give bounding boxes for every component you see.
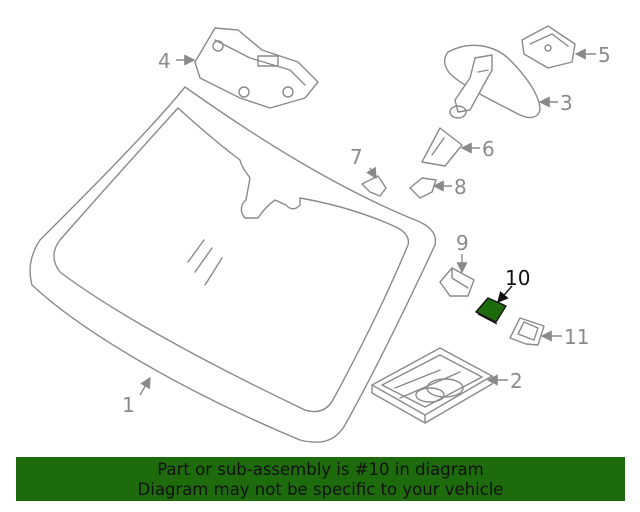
- callout-6[interactable]: 6: [482, 137, 495, 161]
- callout-4[interactable]: 4: [158, 49, 171, 73]
- info-banner: Part or sub-assembly is #10 in diagram D…: [16, 457, 625, 501]
- callout-2[interactable]: 2: [510, 369, 523, 393]
- banner-line-disclaimer: Diagram may not be specific to your vehi…: [137, 480, 504, 499]
- banner-line-part: Part or sub-assembly is #10 in diagram: [157, 460, 484, 479]
- callout-8[interactable]: 8: [454, 175, 467, 199]
- callout-3[interactable]: 3: [560, 91, 573, 115]
- part-adhesive-kit[interactable]: [371, 347, 493, 424]
- exploded-parts-diagram: 1 2 3 4 5 6 7 8 9 10 11: [29, 25, 611, 443]
- part-10-highlighted[interactable]: [475, 297, 507, 325]
- callout-10[interactable]: 10: [505, 266, 530, 290]
- callout-11[interactable]: 11: [564, 325, 589, 349]
- leader-1: [139, 376, 151, 396]
- part-sensor-bracket[interactable]: [194, 27, 319, 109]
- callout-5[interactable]: 5: [598, 43, 611, 67]
- leader-7: [366, 166, 377, 180]
- callout-9[interactable]: 9: [456, 231, 469, 255]
- part-retainer[interactable]: [409, 177, 437, 199]
- part-mirror-mount[interactable]: [521, 25, 576, 69]
- part-bracket[interactable]: [509, 317, 545, 346]
- leader-10: [497, 285, 513, 304]
- part-clip[interactable]: [361, 175, 387, 197]
- part-sensor[interactable]: [439, 267, 475, 297]
- part-rearview-mirror[interactable]: [443, 44, 541, 119]
- part-sensor-cover[interactable]: [421, 127, 463, 167]
- callout-1[interactable]: 1: [122, 393, 135, 417]
- part-windshield[interactable]: [29, 86, 437, 443]
- callout-7[interactable]: 7: [350, 145, 363, 169]
